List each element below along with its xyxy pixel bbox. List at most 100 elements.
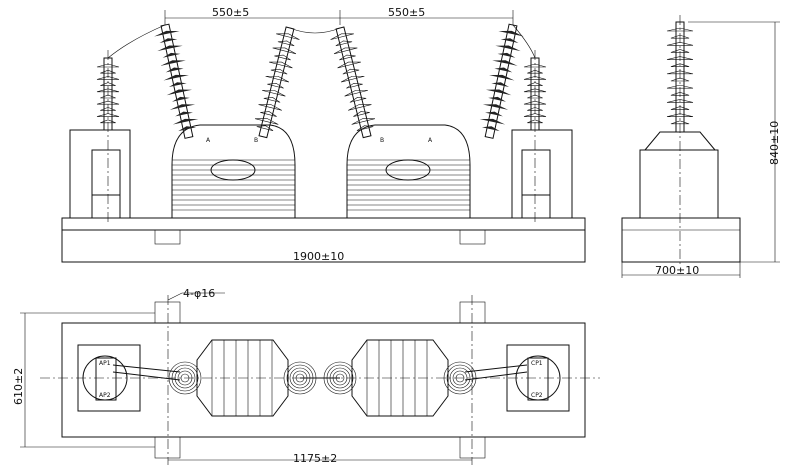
dim-spacing-right: 550±5 bbox=[388, 6, 425, 19]
insulator-shed bbox=[165, 67, 184, 73]
dim-width: 610±2 bbox=[12, 368, 25, 405]
bushing-circle bbox=[332, 370, 348, 386]
insulator-shed bbox=[356, 125, 374, 131]
insulator-shed bbox=[157, 45, 183, 52]
insulator-shed bbox=[491, 82, 510, 88]
insulator-shed bbox=[479, 118, 506, 125]
insulator-shed bbox=[523, 88, 547, 93]
insulator-shed bbox=[168, 82, 187, 88]
insulator-shed bbox=[160, 60, 186, 66]
side-view: 840±10 700±10 bbox=[621, 15, 781, 278]
insulator-shed bbox=[258, 104, 282, 111]
right-tank bbox=[346, 124, 471, 218]
dimension-lines bbox=[688, 21, 780, 263]
insulator-shed bbox=[523, 100, 547, 105]
bushing-circle bbox=[455, 373, 465, 383]
insulator-shed bbox=[159, 38, 178, 44]
plan-frame bbox=[61, 322, 586, 438]
insulator-shed bbox=[166, 89, 193, 96]
insulator-shed bbox=[527, 119, 543, 124]
insulator-shed bbox=[497, 52, 516, 58]
insulator-shed bbox=[162, 52, 181, 58]
bushing-insulator bbox=[254, 26, 300, 139]
insulator-shed bbox=[276, 33, 300, 40]
insulator-shed bbox=[666, 41, 694, 46]
bushing-circle bbox=[177, 370, 193, 386]
bushing-insulator bbox=[479, 23, 524, 139]
dim-spacing-left: 550±5 bbox=[212, 6, 249, 19]
cp1-label: CP1 bbox=[531, 360, 543, 367]
insulator-shed bbox=[527, 94, 543, 99]
dim-width: 700±10 bbox=[655, 264, 699, 277]
bushing-circle bbox=[326, 364, 354, 392]
insulator-shed bbox=[494, 67, 513, 73]
ap2-label: AP2 bbox=[99, 392, 111, 399]
tank-outline bbox=[196, 339, 289, 417]
insulator-shed bbox=[670, 63, 690, 68]
bushing-circle bbox=[174, 367, 196, 389]
insulator-shed bbox=[100, 119, 116, 124]
bushing-circle bbox=[446, 364, 474, 392]
insulator-shed bbox=[527, 69, 543, 74]
bushing-circle bbox=[289, 367, 311, 389]
insulator-shed bbox=[256, 125, 274, 131]
insulator-shed bbox=[666, 113, 694, 118]
insulator-shed bbox=[96, 63, 120, 68]
side-body bbox=[639, 149, 719, 219]
bushing-circle bbox=[292, 370, 308, 386]
dim-height: 840±10 bbox=[768, 121, 781, 165]
base-frame bbox=[61, 229, 586, 263]
insulator-shed bbox=[666, 99, 694, 103]
insulator-shed bbox=[172, 118, 199, 125]
insulator-shed bbox=[277, 40, 295, 47]
insulator-shed bbox=[498, 30, 524, 37]
insulator-shed bbox=[349, 97, 367, 103]
mount-bracket bbox=[154, 229, 181, 245]
insulator-shed bbox=[96, 113, 120, 117]
mount-bracket bbox=[459, 229, 486, 245]
bushing-circle bbox=[335, 373, 345, 383]
dimension-lines bbox=[164, 10, 514, 25]
insulator-shed bbox=[523, 63, 547, 68]
bushing-insulator bbox=[154, 23, 199, 139]
insulator-shed bbox=[348, 104, 372, 111]
insulator-shed bbox=[523, 76, 547, 80]
insulator-shed bbox=[169, 104, 196, 110]
bushing-circle bbox=[283, 361, 317, 395]
plan-view: 4-φ16 610±2 1175±2 AP1 AP2 CP1 CP2 bbox=[12, 287, 600, 465]
insulator-shed bbox=[339, 54, 356, 61]
insulator-shed bbox=[351, 118, 376, 125]
insulator-shed bbox=[335, 40, 353, 47]
insulator-shed bbox=[527, 82, 543, 86]
right-post-frame bbox=[511, 129, 573, 218]
insulator-shed bbox=[485, 89, 512, 96]
insulator-shed bbox=[263, 97, 281, 103]
insulator-shed bbox=[254, 118, 279, 125]
insulator-shed bbox=[488, 96, 506, 102]
bushing-circle bbox=[449, 367, 471, 389]
insulator-shed bbox=[500, 38, 519, 44]
insulator-shed bbox=[100, 107, 116, 111]
bushing-circle bbox=[443, 361, 477, 395]
insulator-shed bbox=[481, 126, 500, 132]
insulator-shed bbox=[492, 60, 518, 66]
ap1-label: AP1 bbox=[99, 360, 111, 367]
insulator-shed bbox=[346, 82, 363, 89]
phase-label: A bbox=[206, 137, 211, 144]
insulator-shed bbox=[262, 90, 286, 97]
cp2-label: CP2 bbox=[531, 392, 543, 399]
hole-spec: 4-φ16 bbox=[183, 287, 215, 300]
insulator-shed bbox=[353, 111, 370, 117]
bushing-circle bbox=[168, 361, 202, 395]
insulator-shed bbox=[485, 111, 503, 117]
insulator-shed bbox=[100, 69, 116, 74]
phase-label: B bbox=[380, 137, 384, 144]
insulator-shed bbox=[267, 82, 284, 89]
insulator-shed bbox=[172, 96, 190, 102]
bushing-circle bbox=[180, 373, 190, 383]
insulator-shed bbox=[342, 68, 360, 75]
insulator-shed bbox=[344, 90, 368, 97]
bushing-circle bbox=[171, 364, 199, 392]
